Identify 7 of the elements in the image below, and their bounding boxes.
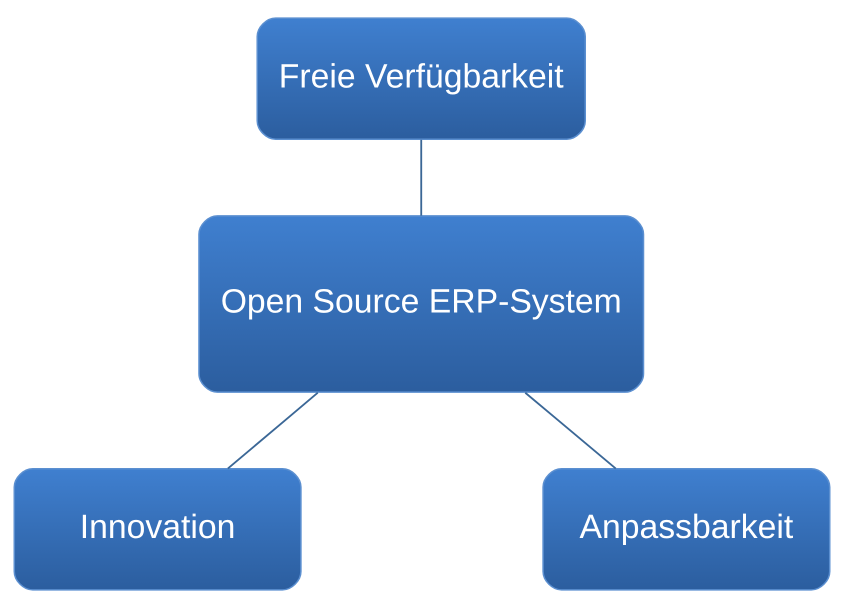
node-box: Open Source ERP-System: [198, 215, 644, 393]
connector: [524, 392, 616, 470]
connector: [420, 140, 422, 216]
node-box: Innovation: [14, 468, 302, 591]
node-box: Freie Verfügbarkeit: [256, 17, 586, 140]
connector: [227, 392, 318, 470]
node-box: Anpassbarkeit: [542, 468, 830, 591]
